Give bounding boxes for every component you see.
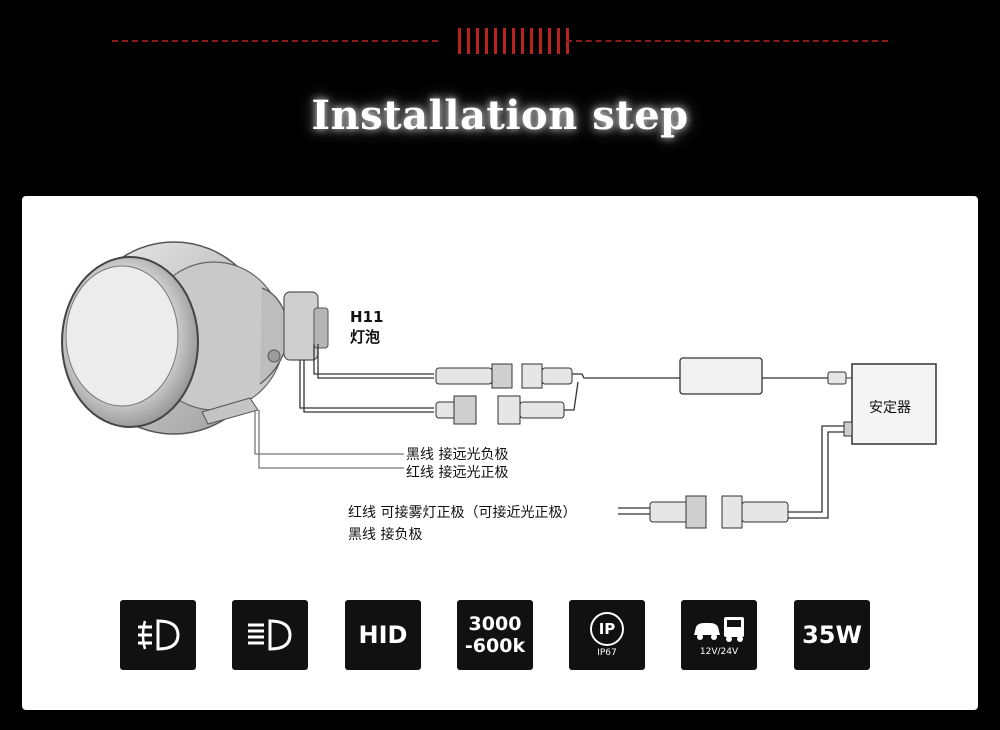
bulb-label-name: 灯泡: [350, 328, 381, 346]
decorative-bars: [458, 28, 569, 54]
wire-label-red-fog: 红线 可接雾灯正极（可接近光正极）: [348, 505, 577, 521]
color-temp-line1: 3000: [468, 613, 522, 635]
ballast-box: [843, 363, 937, 445]
wire-bundle: [254, 344, 434, 469]
fog-light-icon: [120, 600, 196, 670]
wiring-panel: H11 灯泡 安定器 黑线 接远光负极 红线 接远光正极 红线 可接雾灯正极（可…: [22, 196, 978, 710]
ip-badge: IP: [590, 612, 624, 646]
ip-rating-text: IP67: [597, 648, 617, 658]
ballast-label: 安定器: [869, 400, 911, 416]
bottom-connector: [649, 495, 789, 529]
ballast-input-plug: [827, 371, 852, 385]
wiring-diagram: [61, 241, 937, 529]
page-title: Installation step: [311, 92, 689, 139]
color-temp-line2: -600k: [464, 635, 526, 657]
decorative-dash-right: [566, 40, 888, 42]
voltage-text: 12V/24V: [699, 647, 739, 657]
relay-module: [679, 357, 763, 395]
feature-icons: HID 3000 -600k IP IP67 12V/24V 35W: [120, 600, 880, 672]
bulb-label-type: H11: [350, 308, 384, 326]
color-temperature-icon: 3000 -600k: [457, 600, 533, 670]
wire-label-black-high: 黑线 接远光负极: [406, 447, 509, 463]
lower-connector: [435, 395, 565, 425]
decorative-dash-left: [112, 40, 438, 42]
top-decoration: [0, 28, 1000, 54]
ip-rating-icon: IP IP67: [569, 600, 645, 670]
wire-label-black-neg: 黑线 接负极: [348, 527, 423, 543]
high-beam-icon: [232, 600, 308, 670]
hid-icon: HID: [345, 600, 421, 670]
output-wires: [618, 425, 844, 519]
hid-text: HID: [358, 621, 408, 649]
projector-lamp: [61, 241, 329, 435]
car-bus-icon: 12V/24V: [681, 600, 757, 670]
wattage-icon: 35W: [794, 600, 870, 670]
wattage-text: 35W: [802, 621, 862, 649]
upper-connector: [435, 363, 573, 389]
wire-label-red-high: 红线 接远光正极: [406, 465, 509, 481]
